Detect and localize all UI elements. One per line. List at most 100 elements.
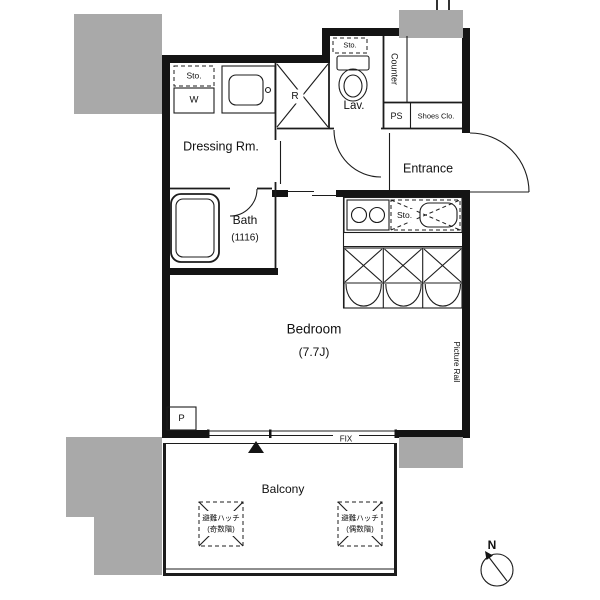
bathtub-icon <box>170 193 220 263</box>
kitchen-storage-cross-b <box>390 199 461 231</box>
walls <box>162 28 470 438</box>
dressing-fixtures <box>173 65 276 114</box>
compass-needle-tip <box>485 551 493 560</box>
hatch-odd-label-line1: 避難ハッチ <box>202 512 240 522</box>
evacuation-hatch-odd <box>198 501 244 547</box>
wall-hallway-stub <box>272 190 288 197</box>
entrance-door <box>469 132 530 193</box>
dressing-room-label: Dressing Rm. <box>183 139 259 153</box>
burner-right-icon <box>368 206 386 224</box>
hatch-odd-outline <box>198 501 244 547</box>
window-balcony <box>163 406 397 576</box>
closet <box>343 247 463 309</box>
hatch-even-label-line1: 避難ハッチ <box>341 512 379 522</box>
adjacent-structures <box>66 10 463 575</box>
wall-top-right <box>322 28 470 36</box>
kitchen-storage-label: Sto. <box>397 210 412 220</box>
closet-x3b <box>423 248 462 283</box>
refrigerator-space <box>276 63 329 128</box>
bath-size-label: (1116) <box>231 233 258 244</box>
pole-box <box>166 406 197 431</box>
dressing-storage-label: Sto. <box>186 70 201 80</box>
wall-bath-bedroom <box>162 268 278 275</box>
toilet-bowl-icon <box>338 68 368 102</box>
kitchen-storage-box <box>390 199 461 231</box>
neighbor-block-top-left <box>74 14 162 114</box>
hatch-odd-label-bg <box>202 511 240 536</box>
wall-top-left <box>162 55 330 63</box>
pole-label: P <box>178 413 184 424</box>
wall-bottom-right <box>396 430 470 438</box>
lav-storage-box <box>332 37 368 54</box>
balcony-outline <box>163 443 397 576</box>
picture-rail-label: Picture Rail <box>452 342 461 383</box>
wall-bottom-left <box>162 430 208 438</box>
closet-hanger-icon-1 <box>345 283 382 307</box>
vanity-faucet-icon <box>264 86 272 94</box>
bath-label: Bath <box>233 213 258 227</box>
fix-label-bg <box>333 434 359 445</box>
entrance-label: Entrance <box>403 161 453 175</box>
window-mullion-right <box>394 429 397 438</box>
wall-right-upper <box>462 28 470 133</box>
bath-door-arc <box>229 188 258 217</box>
washer-label: W <box>190 95 199 106</box>
bedroom-label: Bedroom <box>287 322 342 337</box>
neighbor-block-bottom-left-upper <box>66 437 162 517</box>
closet-hanger-icon-2 <box>385 283 422 307</box>
shoes-closet-label: Shoes Clo. <box>418 111 455 120</box>
lav-storage-label: Sto. <box>343 40 356 49</box>
lav-fixtures <box>332 37 370 102</box>
evacuation-hatch-even <box>337 501 383 547</box>
closet-x1b <box>344 248 383 283</box>
lav-door-arc <box>333 129 382 178</box>
lav-label: Lav. <box>344 100 365 112</box>
door-direction-marker <box>248 441 264 453</box>
bathtub-inner <box>175 198 215 258</box>
bath-fixtures <box>170 193 220 263</box>
wall-step <box>322 28 330 63</box>
washer-box <box>173 87 215 114</box>
hatch-even-label-bg <box>341 511 379 536</box>
r-label-bg <box>286 89 304 104</box>
refrigerator-label: R <box>291 91 298 102</box>
closet-outline <box>343 247 463 309</box>
window-mullion-left <box>207 429 210 438</box>
wall-left <box>162 55 170 438</box>
compass-needle <box>487 555 508 582</box>
wall-hallway-bedroom <box>336 190 462 197</box>
balcony-label: Balcony <box>262 482 305 496</box>
labels: Sto. W Dressing Rm. R Sto. Lav. Counter … <box>178 40 496 552</box>
vanity-counter <box>221 65 276 114</box>
bedroom-size-label: (7.7J) <box>299 345 330 359</box>
closet-x2b <box>384 248 422 283</box>
hatch-even-label-line2: (偶数階) <box>346 523 374 533</box>
neighbor-block-bottom-left-lower <box>94 517 162 575</box>
fix-label: FIX <box>340 435 353 444</box>
dressing-storage-box <box>173 65 215 87</box>
kitchen-sink-icon <box>419 202 458 228</box>
hatch-odd-label-line2: (奇数階) <box>207 523 235 533</box>
toilet-bowl-inner <box>343 74 363 98</box>
hatch-even-outline <box>337 501 383 547</box>
kitchen-fixtures <box>343 196 463 234</box>
wall-right-lower <box>462 190 470 438</box>
compass-circle <box>480 553 514 587</box>
counter-label: Counter <box>390 53 400 85</box>
toilet-tank-icon <box>336 55 370 71</box>
burner-left-icon <box>350 206 368 224</box>
kitchen-sto-label-bg <box>393 209 416 222</box>
stove-icon <box>346 199 390 231</box>
closet-hanger-icon-3 <box>424 283 462 307</box>
compass <box>480 551 514 587</box>
north-label: N <box>488 538 497 552</box>
pipe-space-label: PS <box>390 111 402 121</box>
entrance-door-arc <box>469 132 530 193</box>
kitchen-counter <box>343 196 463 234</box>
vanity-sink-icon <box>228 74 264 106</box>
neighbor-block-bottom-right <box>399 437 463 468</box>
neighbor-block-top-right <box>399 10 463 38</box>
partitions <box>170 36 462 309</box>
